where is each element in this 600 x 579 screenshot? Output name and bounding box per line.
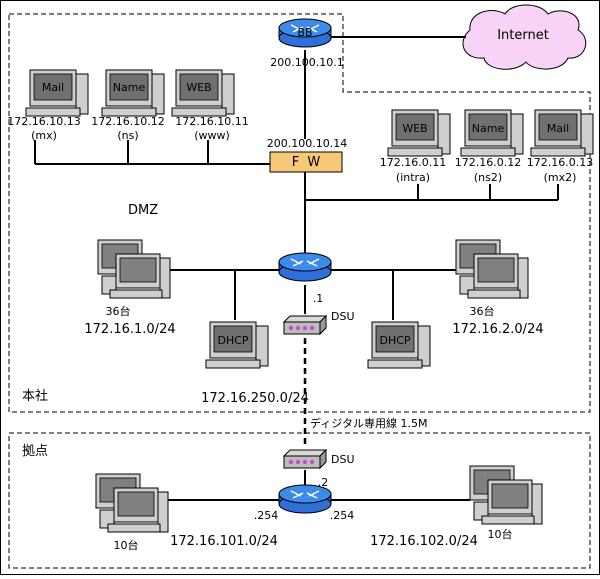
branch-right-count: 10台	[488, 527, 513, 541]
svg-text:Name: Name	[113, 81, 146, 94]
dhcp-right-label: DHCP	[379, 334, 410, 347]
firewall-ip: 200.100.10.14	[267, 137, 347, 150]
branch-boundary	[8, 432, 591, 569]
dsu-hq-label: DSU	[331, 310, 355, 323]
router-branch-right-port: .254	[330, 509, 355, 522]
internal-server-mail-ip: 172.16.0.13	[527, 156, 593, 169]
router-hq-port: .1	[313, 292, 324, 305]
internal-server-mail: Mail 172.16.0.13 (mx2)	[527, 109, 594, 184]
branch-clients-left: 10台 172.16.101.0/24	[95, 473, 278, 552]
branch-clients-right: 10台 172.16.102.0/24	[370, 465, 543, 549]
svg-text:WEB: WEB	[402, 122, 427, 135]
dmz-server-name-ip: 172.16.10.12	[91, 115, 164, 128]
branch-left-count: 10台	[114, 538, 139, 552]
dmz-server-name-host: (ns)	[117, 129, 138, 142]
internal-server-web: WEB 172.16.0.11 (intra)	[380, 109, 451, 184]
dmz-server-name: Name 172.16.10.12 (ns)	[91, 69, 165, 142]
zone-label-dmz: DMZ	[128, 203, 158, 218]
zone-label-honsha: 本社	[22, 388, 48, 404]
dmz-server-mail-ip: 172.16.10.13	[7, 115, 80, 128]
dsu-branch: DSU	[283, 449, 355, 469]
dhcp-server-left: DHCP	[205, 321, 269, 369]
zone-label-kyoten: 拠点	[22, 444, 48, 459]
internal-server-name-host: (ns2)	[474, 171, 502, 184]
router-branch-port: .2	[318, 476, 329, 489]
dmz-server-web-host: (www)	[194, 129, 230, 142]
leased-line-label: ディジタル専用線 1.5M	[310, 416, 428, 430]
dsu-branch-label: DSU	[331, 453, 355, 466]
dhcp-left-label: DHCP	[217, 334, 248, 347]
router-bb: BB 200.100.10.1	[270, 18, 344, 69]
dsu-hq: DSU	[283, 310, 355, 335]
router-branch: .2 .254 .254	[254, 476, 355, 522]
hq-left-count: 36台	[106, 304, 131, 318]
branch-right-subnet: 172.16.102.0/24	[370, 534, 478, 549]
firewall: 200.100.10.14 F W	[267, 137, 347, 173]
hq-clients-left: 36台 172.16.1.0/24	[84, 239, 176, 337]
dmz-server-web: WEB 172.16.10.11 (www)	[171, 69, 249, 142]
internal-server-name: Name 172.16.0.12 (ns2)	[455, 109, 524, 184]
internal-server-web-host: (intra)	[396, 171, 430, 184]
internal-server-name-ip: 172.16.0.12	[455, 156, 521, 169]
svg-text:Name: Name	[472, 122, 505, 135]
svg-text:Mail: Mail	[547, 122, 569, 135]
hq-boundary	[8, 13, 591, 413]
dhcp-server-right: DHCP	[367, 321, 431, 369]
svg-text:Mail: Mail	[42, 81, 64, 94]
dmz-server-mail-host: (mx)	[31, 129, 57, 142]
wan-subnet: 172.16.250.0/24	[201, 391, 309, 406]
router-hq: .1	[278, 252, 332, 305]
router-bb-ip: 200.100.10.1	[270, 56, 343, 69]
internet-cloud: Internet	[462, 4, 587, 70]
hq-clients-right: 36台 172.16.2.0/24	[452, 239, 544, 337]
svg-text:WEB: WEB	[186, 81, 211, 94]
dmz-server-mail: Mail 172.16.10.13 (mx)	[7, 69, 89, 142]
firewall-label: F W	[292, 155, 321, 170]
hq-left-subnet: 172.16.1.0/24	[84, 322, 175, 337]
router-bb-label: BB	[297, 26, 312, 39]
router-branch-left-port: .254	[254, 509, 279, 522]
branch-left-subnet: 172.16.101.0/24	[170, 534, 278, 549]
dmz-server-web-ip: 172.16.10.11	[175, 115, 248, 128]
hq-right-subnet: 172.16.2.0/24	[452, 322, 543, 337]
internal-server-mail-host: (mx2)	[544, 171, 577, 184]
internet-label: Internet	[497, 28, 549, 43]
internal-server-web-ip: 172.16.0.11	[380, 156, 446, 169]
hq-right-count: 36台	[470, 304, 495, 318]
